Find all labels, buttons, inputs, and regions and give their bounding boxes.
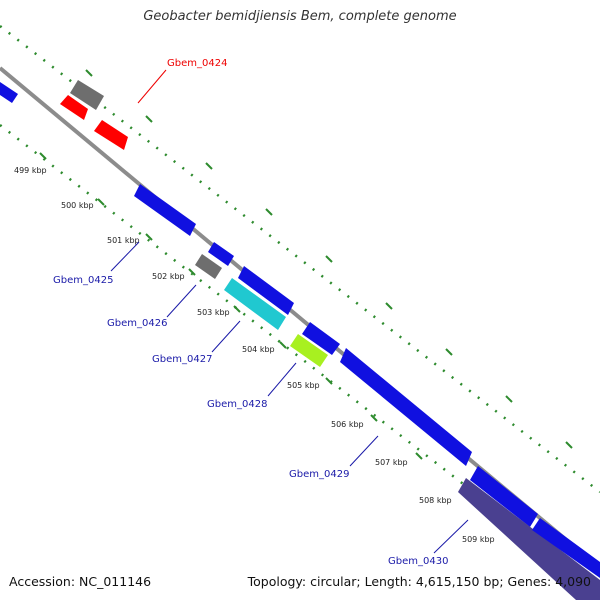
accession-text: Accession: NC_011146 — [9, 574, 152, 589]
green-feature-0428[interactable] — [290, 334, 328, 367]
kbp-label-509: 509 kbp — [462, 535, 495, 544]
kbp-label-506: 506 kbp — [331, 420, 364, 429]
gray-feature-0426[interactable] — [195, 254, 222, 279]
kbp-label-502: 502 kbp — [152, 272, 185, 281]
gray-feature-0424[interactable] — [70, 80, 104, 110]
cds-feature-0425[interactable] — [134, 184, 196, 236]
gene-label-0426: Gbem_0426 — [107, 318, 167, 329]
gene-label-0429: Gbem_0429 — [289, 469, 349, 480]
gene-labels: Gbem_0424 Gbem_0425 Gbem_0426 Gbem_0427 … — [53, 58, 448, 567]
kbp-label-504: 504 kbp — [242, 345, 275, 354]
cyan-feature-0427[interactable] — [224, 278, 286, 330]
gene-label-0424: Gbem_0424 — [167, 58, 227, 69]
cds-feature-0425b[interactable] — [208, 242, 234, 266]
kbp-label-507: 507 kbp — [375, 458, 408, 467]
cds-feature-partial[interactable] — [0, 82, 18, 103]
cds-feature-0428[interactable] — [340, 348, 472, 466]
kbp-label-503: 503 kbp — [197, 308, 230, 317]
gene-label-0427: Gbem_0427 — [152, 354, 212, 365]
cds-feature-0430[interactable] — [532, 518, 600, 578]
gene-label-0425: Gbem_0425 — [53, 275, 113, 286]
cds-feature-0429[interactable] — [470, 466, 538, 527]
map-title: Geobacter bemidjiensis Bem, complete gen… — [143, 9, 457, 24]
genome-summary-text: Topology: circular; Length: 4,615,150 bp… — [247, 574, 591, 589]
major-ticks-outer — [85, 69, 573, 449]
cds-feature-0426[interactable] — [238, 266, 294, 315]
kbp-label-499: 499 kbp — [14, 166, 47, 175]
cds-feature-0427[interactable] — [302, 322, 340, 355]
gene-label-0430: Gbem_0430 — [388, 556, 448, 567]
kbp-label-505: 505 kbp — [287, 381, 320, 390]
kbp-label-500: 500 kbp — [61, 201, 94, 210]
purple-feature-0430[interactable] — [458, 478, 600, 600]
kbp-label-508: 508 kbp — [419, 496, 452, 505]
gene-label-0428: Gbem_0428 — [207, 399, 267, 410]
leader-lines — [110, 69, 469, 554]
rna-feature-0424a[interactable] — [60, 95, 88, 120]
kbp-labels: 499 kbp 500 kbp 501 kbp 502 kbp 503 kbp … — [14, 166, 495, 544]
kbp-label-501: 501 kbp — [107, 236, 140, 245]
rna-feature-0424b[interactable] — [94, 120, 128, 150]
